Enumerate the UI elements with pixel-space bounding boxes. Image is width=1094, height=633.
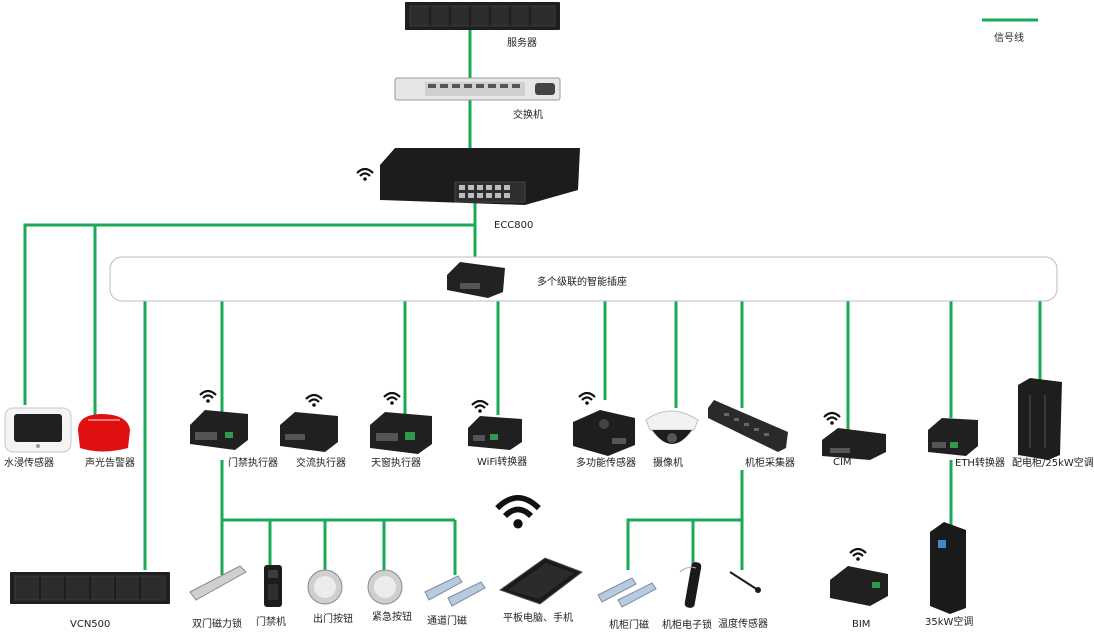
cabinet-door-magnet-device — [597, 577, 657, 608]
temp-sensor-device — [729, 571, 761, 593]
legend-signal-line-label: 信号线 — [994, 33, 1024, 44]
wifi-converter-label: WiFi转换器 — [477, 457, 528, 468]
bim-label: BIM — [852, 619, 871, 630]
emergency-button-device — [367, 569, 403, 605]
switch-device — [394, 77, 561, 101]
smart-socket-bus — [109, 256, 1058, 302]
ac-35kw-device — [930, 522, 966, 614]
smart-socket-label: 多个级联的智能插座 — [537, 277, 627, 288]
tablet-device — [498, 557, 584, 605]
power-cabinet-device — [1018, 378, 1062, 460]
smart-socket-device — [447, 262, 505, 298]
wifi-icon — [470, 399, 490, 414]
mag-lock-label: 双门磁力锁 — [192, 619, 242, 630]
exit-button-device — [307, 569, 343, 605]
wifi-icon — [198, 389, 218, 404]
eth-converter-device — [928, 418, 978, 456]
skylight-actuator-device — [370, 412, 432, 454]
mag-lock-device — [189, 565, 247, 601]
signal-lines — [23, 30, 1042, 575]
ac-actuator-device — [280, 412, 338, 452]
ecc800-device — [380, 148, 580, 205]
exit-button-label: 出门按钮 — [313, 614, 353, 625]
water-sensor-label: 水浸传感器 — [4, 458, 54, 469]
cim-label: CIM — [833, 457, 852, 468]
alarm-label: 声光告警器 — [85, 458, 135, 469]
vcn500-label: VCN500 — [70, 619, 111, 630]
server-device — [405, 2, 560, 30]
cim-device — [822, 428, 886, 460]
wifi-icon — [577, 391, 597, 406]
door-actuator-device — [190, 410, 248, 450]
wifi-icon — [382, 391, 402, 406]
cabinet-door-magnet-label: 机柜门磁 — [609, 620, 649, 631]
temp-sensor-label: 温度传感器 — [718, 619, 768, 630]
ecc800-label: ECC800 — [494, 220, 534, 231]
tablet-label: 平板电脑、手机 — [503, 613, 573, 624]
passage-magnet-label: 通道门磁 — [427, 616, 467, 627]
wifi-converter-device — [468, 416, 522, 450]
wifi-icon — [822, 411, 842, 426]
passage-magnet-device — [424, 575, 486, 607]
server-label: 服务器 — [507, 38, 537, 49]
multi-sensor-device — [573, 410, 635, 456]
bim-device — [830, 566, 888, 606]
access-machine-label: 门禁机 — [256, 617, 286, 628]
water-sensor-device — [4, 407, 72, 453]
access-machine-device — [264, 565, 282, 607]
cabinet-collector-device — [708, 400, 788, 452]
multi-sensor-label: 多功能传感器 — [576, 458, 636, 469]
camera-device — [645, 410, 699, 444]
emergency-button-label: 紧急按钮 — [372, 612, 412, 623]
cabinet-lock-device — [679, 562, 702, 608]
ac-actuator-label: 交流执行器 — [296, 458, 346, 469]
wifi-icon — [355, 167, 375, 182]
cabinet-collector-label: 机柜采集器 — [745, 458, 795, 469]
wifi-icon — [304, 393, 324, 408]
ac-35kw-label: 35kW空调 — [925, 617, 974, 628]
alarm-device — [78, 414, 130, 452]
cabinet-lock-label: 机柜电子锁 — [662, 620, 712, 631]
camera-label: 摄像机 — [653, 458, 683, 469]
wifi-icon — [848, 547, 868, 562]
eth-converter-label: ETH转换器 — [955, 458, 1005, 469]
power-cabinet-label: 配电柜/25kW空调 — [1012, 458, 1094, 469]
wifi-large-icon — [497, 498, 539, 529]
door-actuator-label: 门禁执行器 — [228, 458, 278, 469]
skylight-actuator-label: 天窗执行器 — [371, 458, 421, 469]
switch-label: 交换机 — [513, 110, 543, 121]
vcn500-device — [10, 572, 170, 604]
